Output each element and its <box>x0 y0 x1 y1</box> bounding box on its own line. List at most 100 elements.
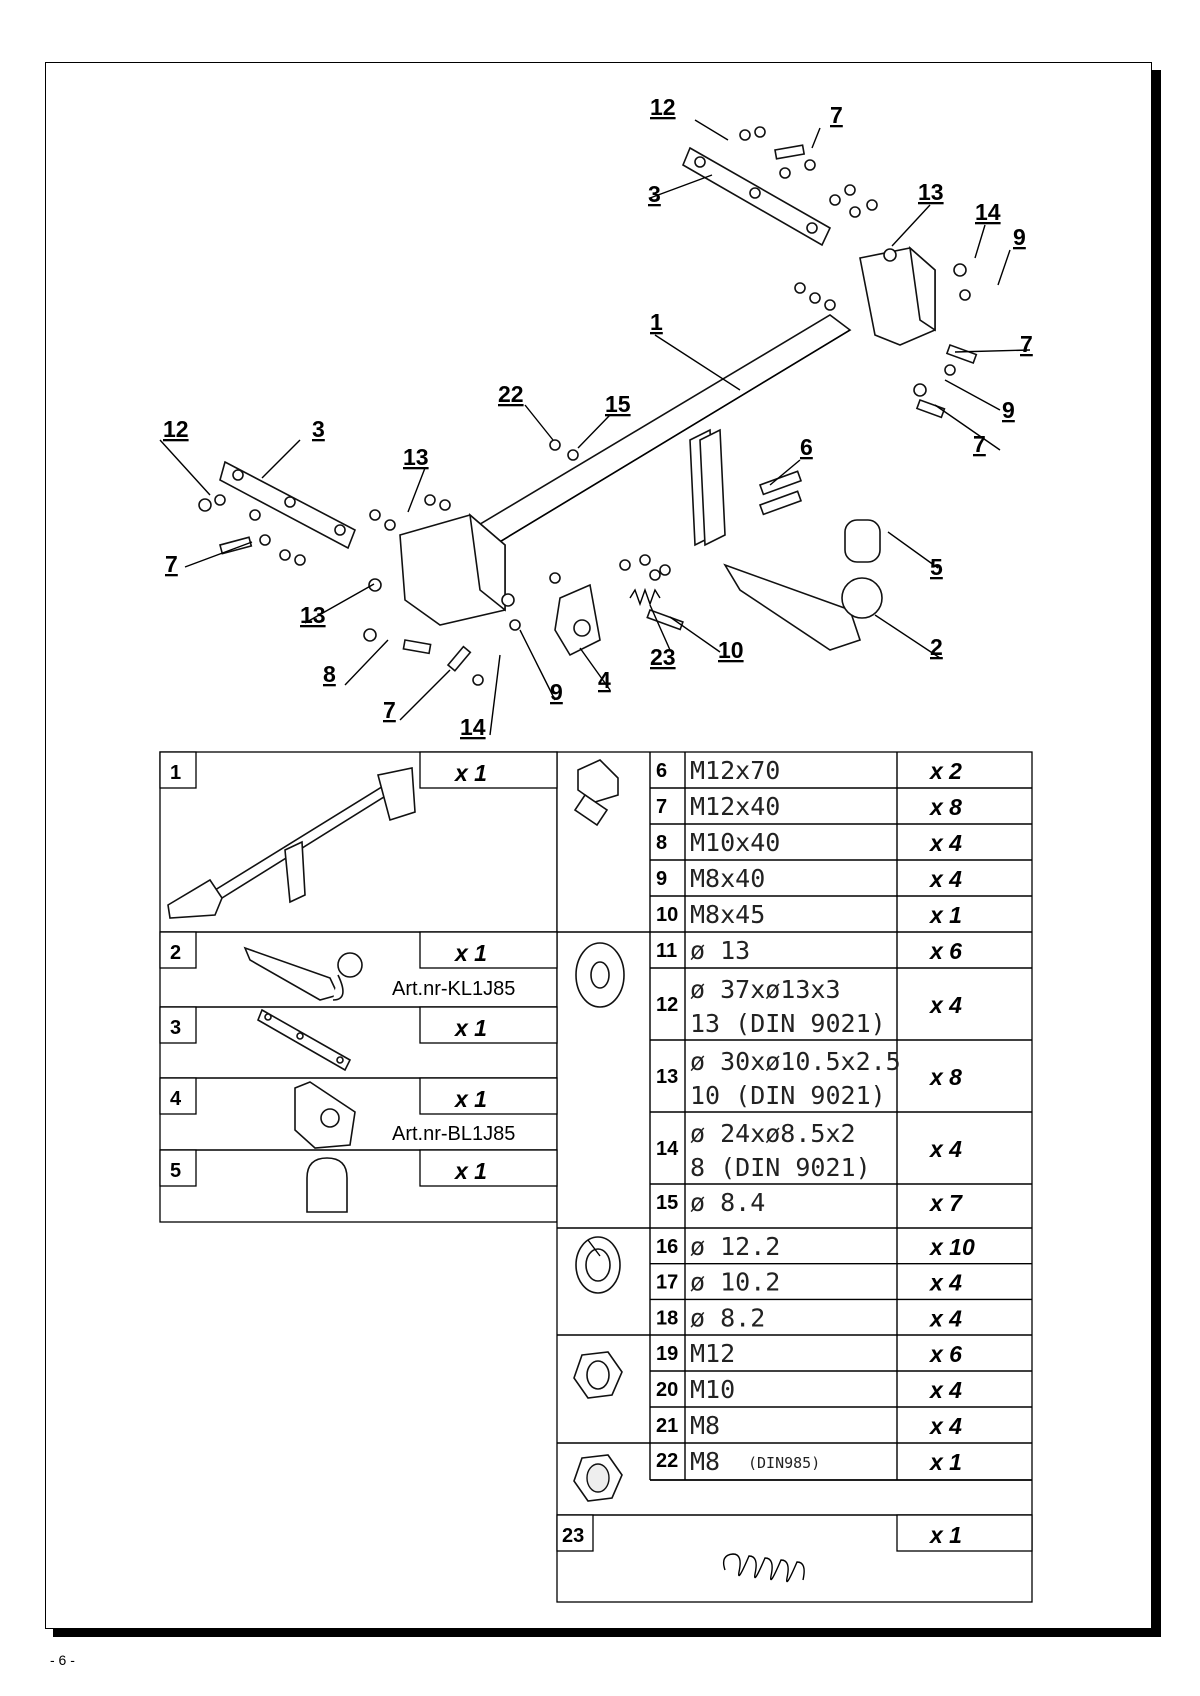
part-number: 8 <box>656 832 667 854</box>
callout: 8 <box>323 661 336 687</box>
part-spec: M12x40 <box>690 792 780 821</box>
frame-shadow-right <box>1152 70 1161 1637</box>
callout: 7 <box>973 431 986 457</box>
socket-plate-thumbnail <box>294 1081 356 1149</box>
part-quantity: x 4 <box>928 1270 962 1296</box>
part-quantity: x 1 <box>453 1158 487 1184</box>
part-quantity: x 2 <box>928 758 962 784</box>
part-spec: M8 <box>690 1447 720 1476</box>
spring-washer-icon <box>575 1236 621 1294</box>
part-spec: ø 10.2 <box>690 1268 780 1297</box>
part-quantity: x 4 <box>928 1413 962 1439</box>
callout: 5 <box>930 554 943 580</box>
table-row: 3 x 1 <box>159 1006 558 1072</box>
callout: 15 <box>605 391 631 417</box>
callout: 9 <box>1002 397 1015 423</box>
callout: 12 <box>163 416 189 442</box>
part-number: 13 <box>656 1066 678 1088</box>
part-quantity: x 1 <box>453 1015 487 1041</box>
callout: 7 <box>383 697 396 723</box>
table-row: 1 x 1 <box>159 751 558 919</box>
part-number: 7 <box>656 796 667 818</box>
part-quantity: x 1 <box>928 1522 962 1548</box>
part-spec-line2: 8 (DIN 9021) <box>690 1153 871 1182</box>
side-strip-part-right <box>681 146 832 247</box>
callout-leader-lines <box>159 119 1031 736</box>
table-left-block <box>159 751 558 1223</box>
part-number: 15 <box>656 1192 678 1214</box>
part-number: 9 <box>656 868 667 890</box>
page-number: - 6 - <box>50 1652 75 1668</box>
table-row: 22 M8 (DIN985) x 1 <box>650 1447 1032 1481</box>
part-spec: ø 37xø13x3 <box>690 975 841 1004</box>
part-spec: ø 12.2 <box>690 1232 780 1261</box>
table-row: 13ø 30xø10.5x2.510 (DIN 9021)x 8 <box>650 1039 1032 1110</box>
part-spec-line2: 13 (DIN 9021) <box>690 1009 886 1038</box>
part-spec: M8x45 <box>690 900 765 929</box>
side-strip-thumbnail <box>256 1008 352 1072</box>
part-number: 6 <box>656 760 667 782</box>
bolt-icon <box>573 759 619 827</box>
crossbar-thumbnail <box>167 767 416 919</box>
callout: 10 <box>718 637 744 663</box>
part-quantity: x 1 <box>928 1449 962 1475</box>
exploded-assembly-diagram: 12 7 3 13 14 9 1 7 22 15 9 12 3 13 6 7 7… <box>159 94 1033 740</box>
ball-cover-thumbnail <box>306 1157 348 1213</box>
part-number: 16 <box>656 1236 678 1258</box>
washer-icon <box>575 942 625 1008</box>
callout: 6 <box>800 434 813 460</box>
part-quantity: x 8 <box>928 794 962 820</box>
part-spec: ø 24xø8.5x2 <box>690 1119 856 1148</box>
frame-shadow-bottom <box>53 1628 1161 1637</box>
callout: 23 <box>650 644 676 670</box>
part-quantity: x 7 <box>928 1190 963 1216</box>
callout: 14 <box>460 714 486 740</box>
callout: 12 <box>650 94 676 120</box>
part-number: 10 <box>656 904 678 926</box>
part-quantity: x 4 <box>928 1305 962 1331</box>
ball-neck-thumbnail <box>243 946 363 1001</box>
part-number: 21 <box>656 1415 678 1437</box>
table-row: 23 x 1 <box>556 1514 1033 1552</box>
part-number: 19 <box>656 1343 678 1365</box>
part-quantity: x 1 <box>453 760 487 786</box>
part-quantity: x 1 <box>453 1086 487 1112</box>
part-number: 4 <box>170 1088 182 1110</box>
part-quantity: x 4 <box>928 1377 962 1403</box>
part-number: 5 <box>170 1160 181 1182</box>
part-spec: M8 <box>690 1411 720 1440</box>
side-strip-part-left <box>219 460 357 550</box>
part-spec-note: (DIN985) <box>748 1454 820 1472</box>
spring-icon <box>722 1553 805 1583</box>
article-number: Art.nr-BL1J85 <box>392 1123 515 1145</box>
table-row: 2 x 1 Art.nr-KL1J85 <box>159 931 558 1001</box>
part-number: 3 <box>170 1017 181 1039</box>
table-row: 16 ø 12.2 x 10 <box>656 1232 975 1261</box>
spring-part <box>629 587 661 607</box>
part-quantity: x 4 <box>928 992 962 1018</box>
parts-table: 1 x 1 2 x 1 Art.nr-KL1J85 <box>159 751 1033 1603</box>
callout: 13 <box>403 444 429 470</box>
part-quantity: x 4 <box>928 830 962 856</box>
part-quantity: x 10 <box>928 1234 975 1260</box>
part-number: 23 <box>562 1525 584 1547</box>
part-spec: ø 30xø10.5x2.5 <box>690 1047 901 1076</box>
part-spec: M10 <box>690 1375 735 1404</box>
table-right-block <box>556 751 1033 1603</box>
socket-plate-part <box>554 583 601 657</box>
table-row: 21 M8 x 4 <box>650 1406 1032 1440</box>
callout-labels: 12 7 3 13 14 9 1 7 22 15 9 12 3 13 6 7 7… <box>163 94 1033 740</box>
part-number: 17 <box>656 1272 678 1294</box>
